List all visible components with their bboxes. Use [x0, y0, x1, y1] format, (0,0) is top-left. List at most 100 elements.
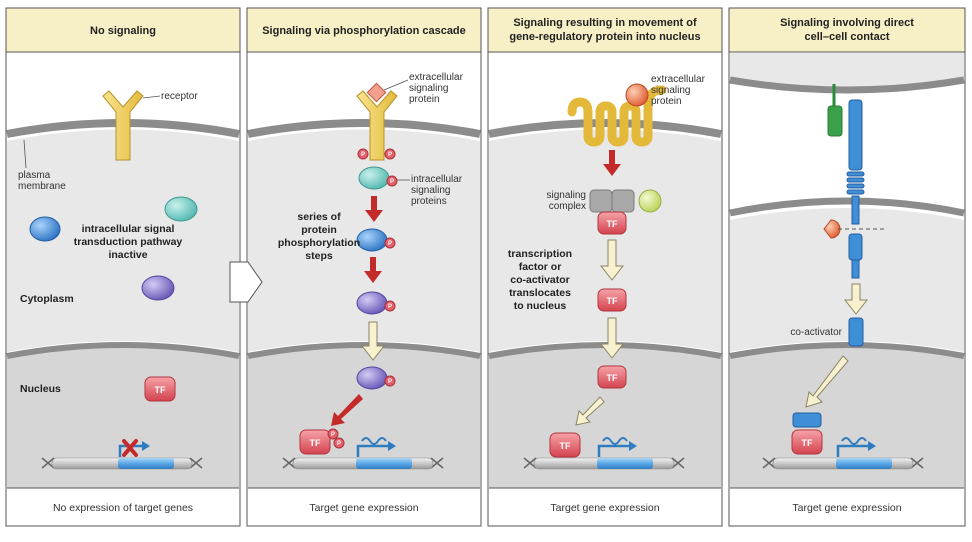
tf-icon	[597, 365, 627, 389]
nucleus-label: Nucleus	[20, 383, 61, 395]
panel-footer: No expression of target genes	[53, 502, 193, 514]
panel-title-1: Signaling involving direct	[780, 17, 914, 29]
ext-label-2: signaling	[409, 83, 448, 94]
dna-icon	[282, 437, 444, 470]
plasma-membrane-label-2: membrane	[18, 181, 66, 192]
translocation-arrow-icon	[360, 321, 386, 361]
svg-text:P: P	[331, 432, 335, 438]
panel-header	[5, 7, 241, 53]
tf-label: TF	[607, 296, 618, 306]
teal-protein-icon	[358, 166, 390, 190]
phosphate-icon	[384, 237, 396, 249]
panel-header	[728, 7, 966, 53]
coactivator-label: co-activator	[790, 327, 842, 338]
dna-icon	[523, 437, 685, 470]
ext-label-1: extracellular	[651, 74, 706, 85]
dna-icon	[41, 441, 203, 470]
svg-text:P: P	[388, 241, 392, 247]
tf-icon	[144, 376, 176, 402]
teal-protein-icon	[164, 196, 198, 222]
receptor-icon	[356, 90, 398, 161]
arrow-icon	[603, 150, 621, 176]
panel-phosphorylation-cascade: Signaling via phosphorylation cascade ex…	[246, 7, 482, 527]
svg-text:P: P	[361, 152, 365, 158]
phosphate-icon	[386, 175, 398, 187]
tf-icon	[597, 288, 627, 312]
purple-protein-icon	[356, 291, 388, 315]
phosphate-icon	[327, 428, 339, 440]
ligand-icon	[827, 105, 843, 137]
phosphate-icon	[384, 375, 396, 387]
tf-label: TF	[560, 441, 571, 451]
inactive-label-3: inactive	[108, 249, 147, 261]
panel-title-1: Signaling resulting in movement of	[513, 17, 697, 29]
phosphate-icon	[333, 437, 345, 449]
panel-title: Signaling via phosphorylation cascade	[262, 25, 466, 37]
receptor-icon	[846, 99, 865, 279]
series-label-1: series of	[297, 211, 341, 223]
coactivator-icon	[848, 317, 864, 347]
complex-label-2: complex	[549, 201, 586, 212]
coactivator-icon	[792, 412, 822, 428]
receptor-icon	[567, 85, 667, 147]
svg-text:P: P	[337, 441, 341, 447]
inactive-label-1: intracellular signal	[82, 223, 175, 235]
tf-label: TF	[607, 373, 618, 383]
receptor-label: receptor	[161, 91, 198, 102]
translocation-arrow-icon	[843, 283, 869, 315]
purple-protein-icon	[141, 275, 175, 301]
arrow-icon	[365, 196, 383, 222]
transcription-label-4: translocates	[509, 287, 571, 299]
purple-protein-icon	[356, 366, 388, 390]
panel-nuclear-translocation: Signaling resulting in movement of gene-…	[487, 7, 723, 527]
series-label-2: protein	[301, 224, 337, 236]
transcription-label-3: co-activator	[510, 274, 570, 286]
tf-icon	[791, 429, 823, 455]
panel-footer: Target gene expression	[792, 502, 901, 514]
panel-no-signaling: No signaling receptor plasma membrane in…	[5, 7, 241, 527]
panel-title: No signaling	[90, 25, 156, 37]
translocation-arrow-icon	[599, 317, 625, 359]
translocation-arrow-icon	[575, 396, 605, 426]
tf-icon	[549, 432, 581, 458]
cytoplasm-label: Cytoplasm	[20, 293, 74, 305]
dna-icon	[762, 437, 924, 470]
panel-transition-arrow-icon	[229, 261, 263, 303]
ligand-icon	[366, 82, 387, 103]
blue-protein-icon	[356, 228, 388, 252]
arrow-icon	[364, 257, 382, 283]
panel-footer: Target gene expression	[550, 502, 659, 514]
svg-text:P: P	[388, 304, 392, 310]
svg-text:P: P	[388, 152, 392, 158]
signaling-complex-icon	[589, 189, 662, 235]
panel-title-2: cell–cell contact	[805, 31, 890, 43]
transcription-label-2: factor or	[519, 261, 562, 273]
svg-text:P: P	[390, 179, 394, 185]
tf-label: TF	[802, 438, 813, 448]
tf-label: TF	[155, 385, 166, 395]
ext-label-3: protein	[409, 94, 440, 105]
protease-icon	[823, 219, 841, 239]
arrow-icon	[331, 394, 363, 426]
translocation-arrow-icon	[805, 355, 849, 408]
transcription-label-1: transcription	[508, 248, 572, 260]
tf-label: TF	[607, 219, 618, 229]
intra-label-1: intracellular	[411, 174, 463, 185]
translocation-arrow-icon	[599, 239, 625, 281]
blocked-x-icon	[122, 439, 138, 457]
panel-cell-cell-contact: Signaling involving direct cell–cell con…	[728, 7, 966, 527]
inactive-label-2: transduction pathway	[74, 236, 183, 248]
complex-label-1: signaling	[547, 190, 586, 201]
tf-icon	[299, 429, 331, 455]
nuclear-envelope	[6, 342, 240, 359]
ligand-icon	[625, 83, 649, 107]
intra-label-3: proteins	[411, 196, 447, 207]
receptor-icon	[102, 90, 144, 161]
series-label-4: steps	[305, 250, 333, 262]
plasma-membrane-label-1: plasma	[18, 170, 51, 181]
transcription-label-5: to nucleus	[514, 300, 567, 312]
svg-text:P: P	[388, 379, 392, 385]
neighbor-cell-membrane	[729, 76, 965, 94]
blue-protein-icon	[29, 216, 61, 242]
